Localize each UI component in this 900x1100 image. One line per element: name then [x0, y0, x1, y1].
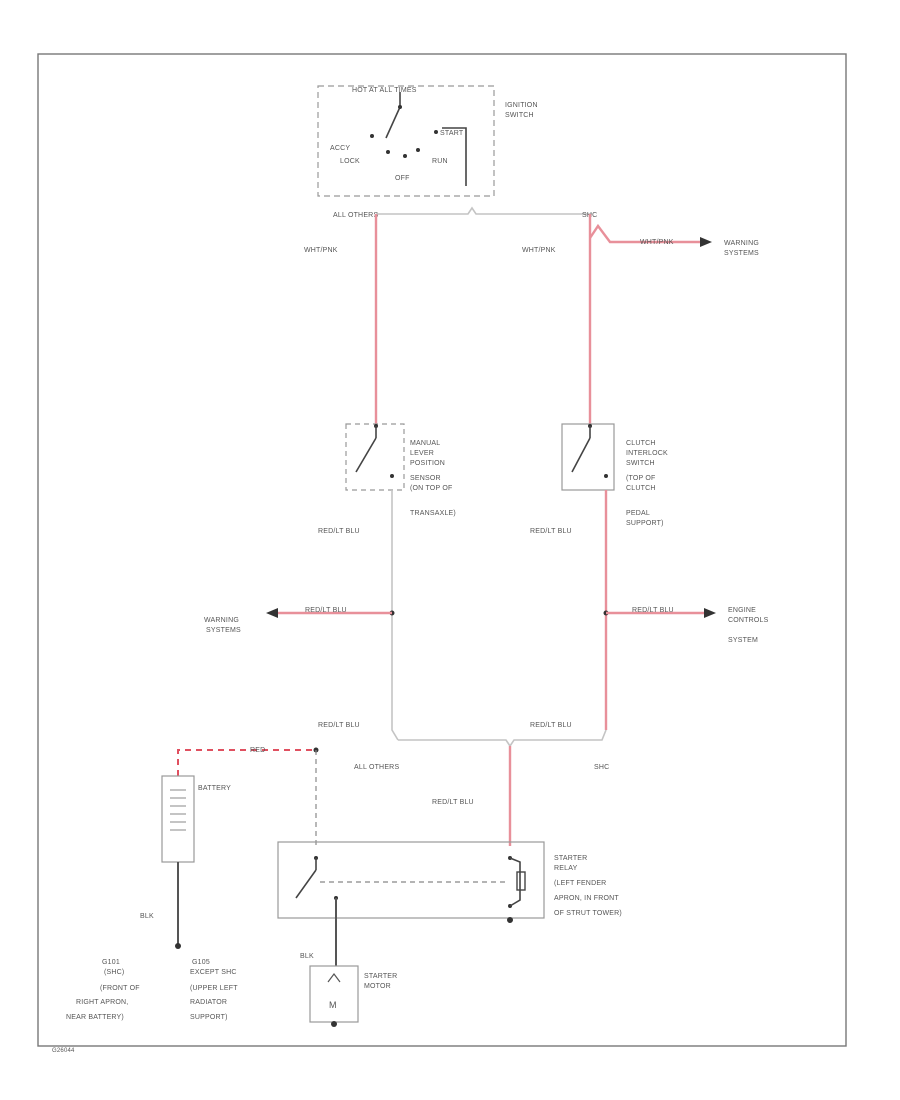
label-wht-pnk-left: WHT/PNK	[304, 247, 338, 254]
relay-l2: RELAY	[554, 865, 578, 872]
motor-l1: STARTER	[364, 973, 397, 980]
label-red-lt-blu-1: RED/LT BLU	[318, 528, 360, 535]
starter-relay: STARTER RELAY (LEFT FENDER APRON, IN FRO…	[277, 841, 622, 919]
engine-controls-l2: CONTROLS	[728, 617, 769, 624]
manual-lever-l3: POSITION	[410, 460, 445, 467]
warning-right-l1: WARNING	[724, 240, 759, 247]
ignition-accy: ACCY	[330, 145, 350, 152]
engine-controls-l1: ENGINE	[728, 607, 756, 614]
diagram-id: G26044	[52, 1048, 75, 1054]
clutch-l1: CLUTCH	[626, 440, 656, 447]
ignition-bus	[376, 206, 592, 215]
g101-l2: (SHC)	[104, 969, 124, 976]
label-red-lt-blu-5: RED/LT BLU	[318, 722, 360, 729]
diagram-frame	[37, 53, 847, 1047]
g105-l3: (UPPER LEFT	[190, 985, 238, 992]
label-red-lt-blu-2: RED/LT BLU	[530, 528, 572, 535]
clutch-l2: INTERLOCK	[626, 450, 668, 457]
clutch-l4: (TOP OF	[626, 475, 656, 482]
ignition-off: OFF	[395, 175, 410, 182]
arrow-engine-controls	[704, 608, 716, 618]
ground-g105: G105 EXCEPT SHC (UPPER LEFT RADIATOR SUP…	[190, 959, 238, 1021]
label-red-lt-blu-6: RED/LT BLU	[530, 722, 572, 729]
ignition-hot-label: HOT AT ALL TIMES	[352, 87, 417, 94]
split-all-others: ALL OTHERS	[354, 764, 399, 771]
manual-lever-l1: MANUAL	[410, 440, 440, 447]
clutch-l7: SUPPORT)	[626, 520, 664, 527]
label-red-lt-blu-7: RED/LT BLU	[432, 799, 474, 806]
g105-l5: SUPPORT)	[190, 1014, 228, 1021]
clutch-l5: CLUTCH	[626, 485, 656, 492]
wire-left-output	[391, 490, 399, 741]
ignition-start: START	[440, 130, 464, 137]
battery-label: BATTERY	[198, 785, 231, 792]
clutch-l3: SWITCH	[626, 460, 655, 467]
ignition-name-2: SWITCH	[505, 112, 534, 119]
manual-lever-l5: (ON TOP OF	[410, 485, 452, 492]
g105-l1: G105	[192, 959, 210, 966]
manual-lever-position-sensor: MANUAL LEVER POSITION SENSOR (ON TOP OF …	[345, 423, 456, 517]
split-shc: SHC	[594, 764, 609, 771]
g101-l1: G101	[102, 959, 120, 966]
warning-left-l2: SYSTEMS	[206, 627, 241, 634]
clutch-interlock-switch: CLUTCH INTERLOCK SWITCH (TOP OF CLUTCH P…	[561, 423, 668, 527]
motor-l2: MOTOR	[364, 983, 391, 990]
g105-l2: EXCEPT SHC	[190, 969, 237, 976]
g101-l5: NEAR BATTERY)	[66, 1014, 124, 1021]
manual-lever-l4: SENSOR	[410, 475, 441, 482]
label-red-lt-blu-4: RED/LT BLU	[632, 607, 674, 614]
label-wht-pnk-warn: WHT/PNK	[640, 239, 674, 246]
engine-controls-l3: SYSTEM	[728, 637, 758, 644]
wire-warning-branch	[589, 223, 700, 244]
label-blk-1: BLK	[140, 913, 154, 920]
clutch-l6: PEDAL	[626, 510, 650, 517]
ignition-name-1: IGNITION	[505, 102, 538, 109]
wire-battery-red	[177, 749, 316, 776]
relay-l4: APRON, IN FRONT	[554, 895, 619, 902]
g101-l4: RIGHT APRON,	[76, 999, 128, 1006]
manual-lever-l2: LEVER	[410, 450, 434, 457]
label-all-others-top: ALL OTHERS	[333, 212, 378, 219]
merge-bus	[398, 729, 607, 748]
manual-lever-l6: TRANSAXLE)	[410, 510, 456, 517]
label-red: RED	[250, 747, 265, 754]
starter-motor: M STARTER MOTOR	[309, 965, 397, 1023]
ignition-switch: HOT AT ALL TIMES IGNITION SWITCH ACCY LO…	[317, 85, 538, 197]
g101-l3: (FRONT OF	[100, 985, 140, 992]
label-red-lt-blu-3: RED/LT BLU	[305, 607, 347, 614]
g105-l4: RADIATOR	[190, 999, 227, 1006]
relay-l3: (LEFT FENDER	[554, 880, 606, 887]
warning-left-l1: WARNING	[204, 617, 239, 624]
battery: BATTERY	[161, 775, 231, 863]
relay-l5: OF STRUT TOWER)	[554, 910, 622, 917]
ground-g101: G101 (SHC) (FRONT OF RIGHT APRON, NEAR B…	[66, 959, 140, 1021]
label-blk-2: BLK	[300, 953, 314, 960]
label-wht-pnk-right: WHT/PNK	[522, 247, 556, 254]
arrow-warning-right	[700, 237, 712, 247]
motor-symbol: M	[329, 1000, 337, 1010]
ignition-run: RUN	[432, 158, 448, 165]
warning-right-l2: SYSTEMS	[724, 250, 759, 257]
relay-l1: STARTER	[554, 855, 587, 862]
ignition-lock: LOCK	[340, 158, 360, 165]
arrow-warning-left	[266, 608, 278, 618]
